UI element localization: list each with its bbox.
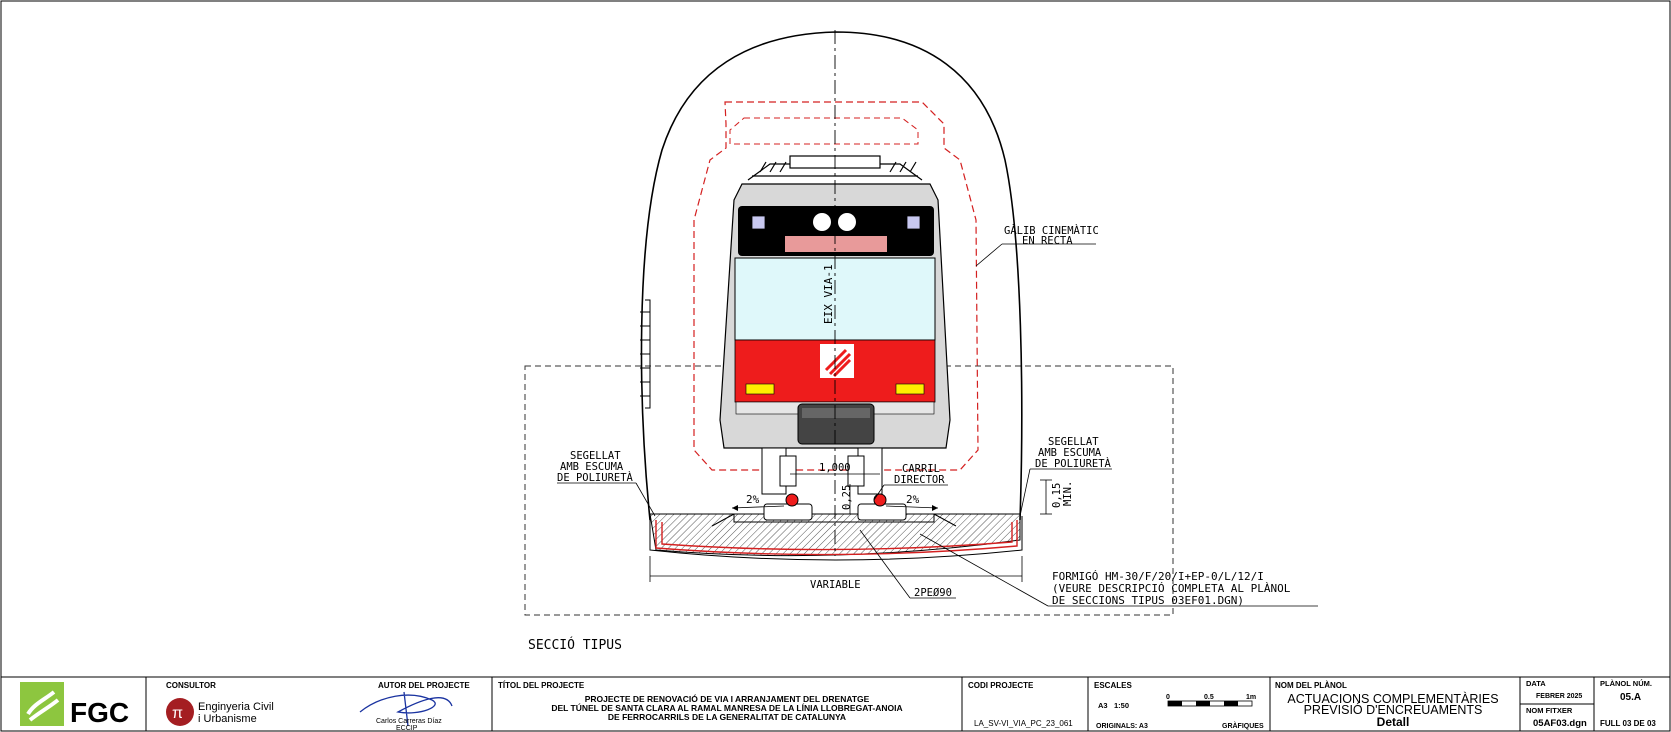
tunnel-outline: [640, 31, 1023, 521]
scales-header: ESCALES: [1094, 681, 1132, 690]
plan-name-line1: ACTUACIONS COMPLEMENTÀRIES: [1287, 691, 1498, 706]
project-title-line2: DEL TÚNEL DE SANTA CLARA AL RAMAL MANRES…: [551, 702, 902, 713]
galib-label-line2: EN RECTA: [1022, 235, 1073, 247]
kinematic-gauge: [693, 101, 979, 471]
fgc-logo-text: FGC: [70, 697, 129, 728]
galib-label-line1: GÀLIB CINEMÀTIC: [1004, 224, 1099, 237]
slope-right: 2%: [906, 493, 920, 506]
scale-value: 1:50: [1114, 701, 1129, 710]
section-title: SECCIÓ TIPUS: [528, 637, 622, 653]
fgc-logo: FGC: [20, 682, 129, 728]
plan-name-header: NOM DEL PLÀNOL: [1275, 681, 1347, 690]
sealing-left-line1: SEGELLAT: [570, 450, 621, 462]
title-block: FGC CONSULTOR π Enginyeria Civil i Urban…: [0, 676, 1671, 732]
consultant-header: CONSULTOR: [166, 681, 216, 690]
project-title-header: TÍTOL DEL PROJECTE: [498, 681, 585, 690]
pipe-label: 2PEØ90: [914, 587, 952, 599]
project-code-header: CODI PROJECTE: [968, 681, 1034, 690]
author-signature: [359, 691, 453, 727]
concrete-spec-line2: (VEURE DESCRIPCIÓ COMPLETA AL PLÀNOL: [1052, 582, 1291, 595]
sealing-right-line1: SEGELLAT: [1048, 436, 1099, 448]
file-value: 05AF03.dgn: [1533, 718, 1587, 729]
cable-brackets: [640, 299, 651, 409]
concrete-spec-line1: FORMIGÓ HM-30/F/20/I+EP-0/L/12/I: [1052, 570, 1264, 583]
project-title-line3: DE FERROCARRILS DE LA GENERALITAT DE CAT…: [608, 712, 846, 722]
sealing-left-line2: AMB ESCUMA: [560, 461, 624, 473]
project-code: LA_SV-VI_VIA_PC_23_061: [974, 719, 1073, 728]
sealing-right-line3: DE POLIURETÀ: [1035, 457, 1112, 470]
axis-label: EIX VIA-1: [822, 264, 835, 324]
originals-label: ORIGINALS: A3: [1096, 723, 1148, 730]
scale-tick-0: 0: [1166, 694, 1170, 701]
consultant-logo-icon: [166, 698, 194, 726]
graphic-scale-bar: [1167, 700, 1253, 707]
scale-tick-1: 0.5: [1204, 694, 1214, 701]
rail-label-line1: CARRIL: [902, 463, 940, 475]
date-value: FEBRER 2025: [1536, 693, 1582, 700]
sheet-value: FULL 03 DE 03: [1600, 719, 1656, 728]
file-header: NOM FITXER: [1526, 706, 1573, 715]
min-dimension-line2: MIN.: [1062, 481, 1074, 506]
consultant-name-line2: i Urbanisme: [198, 713, 257, 725]
section-drawing: EIX VIA-1 GÀLIB CINEMÀTIC EN RECTA SEGEL…: [524, 30, 1318, 653]
slope-left: 2%: [746, 493, 760, 506]
svg-text:π: π: [172, 705, 183, 722]
waterproof-layer: [655, 520, 1018, 556]
plan-name-line2: PREVISIÓ D'ENCREUAMENTS: [1304, 702, 1483, 717]
consultant-name-line1: Enginyeria Civil: [198, 701, 274, 713]
author-header: AUTOR DEL PROJECTE: [378, 681, 470, 690]
gauge-dimension: 1,000: [819, 462, 851, 474]
date-header: DATA: [1526, 679, 1546, 688]
variable-width-label: VARIABLE: [810, 579, 861, 591]
concrete-spec-line3: DE SECCIONS TIPUS 03EF01.DGN): [1052, 594, 1244, 607]
depth-dimension: 0,25: [841, 485, 853, 510]
sealing-left-line3: DE POLIURETÀ: [557, 471, 634, 484]
rail-label-line2: DIRECTOR: [894, 474, 945, 486]
author-title: ECCIP: [396, 725, 418, 732]
sealing-right-line2: AMB ESCUMA: [1038, 447, 1102, 459]
graphics-label: GRÀFIQUES: [1222, 721, 1264, 730]
scale-format: A3: [1098, 701, 1108, 710]
author-name: Carlos Carreras Díaz: [376, 718, 442, 725]
bogies: [761, 447, 907, 521]
plan-name-line3: Detall: [1377, 715, 1410, 729]
scale-tick-2: 1m: [1246, 694, 1256, 701]
plan-num-value: 05.A: [1620, 692, 1641, 703]
plan-num-header: PLÀNOL NÚM.: [1600, 679, 1652, 688]
project-title-line1: PROJECTE DE RENOVACIÓ DE VIA I ARRANJAME…: [585, 693, 870, 704]
min-dimension-line1: 0,15: [1051, 483, 1063, 508]
